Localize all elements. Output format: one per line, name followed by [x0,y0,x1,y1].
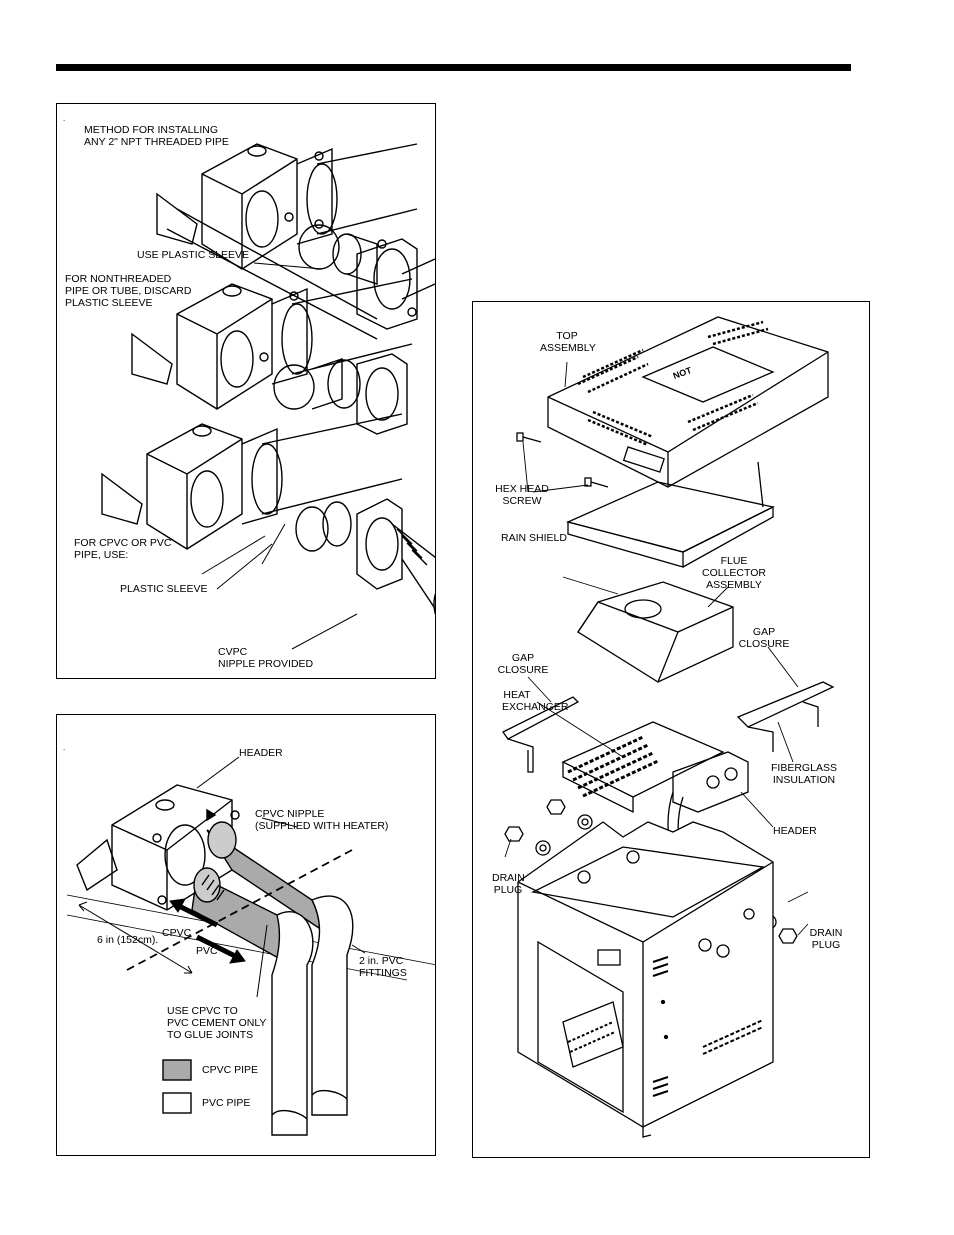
exploded-heater-illustration [502,316,835,1138]
cut-line [126,849,353,971]
cabinet [517,821,774,1138]
label-drain-left-line2: PLUG [493,884,523,896]
header-unit-2 [131,278,413,435]
gap-closures [502,681,835,773]
label-cement-line2: PVC CEMENT ONLY [167,1017,267,1029]
label-fittings-line2: FITTINGS [359,967,407,979]
pvc-elbow-fittings [271,895,354,1136]
label-cpvc: CPVC [162,927,192,939]
top-assembly [547,316,829,488]
label-fittings-line1: 2 in. PVC [359,955,404,967]
top-rule [56,64,851,71]
header-unit-1 [156,143,435,340]
label-cpvc-nipple-line1: CPVC NIPPLE [255,808,325,820]
leader-lines [504,361,809,936]
label-flue-line3: ASSEMBLY [706,579,762,591]
figure-exploded-heater: NOT TOP ASSEMBLY HEX HEAD SCREW RAIN SHI… [472,301,870,1158]
label-cpvc-line1: FOR CPVC OR PVC [74,537,172,549]
legend-label-cpvc: CPVC PIPE [202,1064,259,1076]
figure-cpvc-connection: . HEADER CPVC NIPPLE (SUPPLIED WITH HEAT… [56,714,436,1156]
label-top-assembly-line2: ASSEMBLY [540,342,596,354]
figure-mark: . [63,114,66,123]
cpvc-connection-illustration [66,756,435,1136]
label-flue-line1: FLUE [720,555,748,567]
label-hex-line1: HEX HEAD [495,483,549,495]
header-unit-3 [101,413,435,615]
label-header: HEADER [773,825,817,837]
label-distance: 6 in (152cm). [97,934,159,946]
label-cement-line3: TO GLUE JOINTS [167,1029,254,1041]
legend-swatches [162,1059,192,1114]
label-cement-line1: USE CPVC TO [167,1005,238,1017]
label-gap-left-line1: GAP [511,652,535,664]
label-top-assembly-line1: TOP [556,330,578,342]
label-flue-line2: COLLECTOR [702,567,766,579]
label-gap-right-line1: GAP [752,626,776,638]
label-nipple-line2: NIPPLE PROVIDED [218,658,314,670]
label-hex-line2: SCREW [502,495,542,507]
label-method-line1: METHOD FOR INSTALLING [84,124,218,136]
label-fiberglass-line2: INSULATION [772,774,836,786]
rain-shield [566,461,775,568]
legend-label-pvc: PVC PIPE [202,1097,251,1109]
label-use-plastic-sleeve: USE PLASTIC SLEEVE [137,249,250,261]
figure-pipe-installation: . METHOD FOR INSTALLING ANY 2" NPT THREA… [56,103,436,679]
label-nipple-line1: CVPC [218,646,248,658]
label-heat-line1: HEAT [503,689,531,701]
label-header: HEADER [239,747,283,759]
figure-mark: . [63,743,66,752]
label-drain-left-line1: DRAIN [492,872,525,884]
label-pvc: PVC [196,945,218,957]
label-rain-shield: RAIN SHIELD [501,532,567,544]
label-drain-right-line1: DRAIN [809,927,843,939]
dimension-and-arrows [78,898,246,974]
label-heat-line2: EXCHANGER [502,701,569,713]
label-nonthreaded-line2: PIPE OR TUBE, DISCARD [65,285,192,297]
label-nonthreaded-line3: PLASTIC SLEEVE [65,297,153,309]
label-plastic-sleeve: PLASTIC SLEEVE [120,583,208,595]
label-gap-right-line2: CLOSURE [738,638,790,650]
label-method-line2: ANY 2" NPT THREADED PIPE [84,136,229,148]
flue-collector [577,581,734,683]
pipe-installation-illustration [101,143,435,650]
leader-lines [201,262,358,650]
label-drain-right-line2: PLUG [811,939,841,951]
label-nonthreaded-line1: FOR NONTHREADED [65,273,172,285]
cpvc-nipple-pipes [191,821,338,961]
label-cpvc-line2: PIPE, USE: [74,549,129,561]
label-fiberglass-line1: FIBERGLASS [771,762,837,774]
label-cpvc-nipple-line2: (SUPPLIED WITH HEATER) [255,820,389,832]
hex-head-screws [516,432,609,488]
label-gap-left-line2: CLOSURE [497,664,549,676]
leader-lines [196,756,366,998]
